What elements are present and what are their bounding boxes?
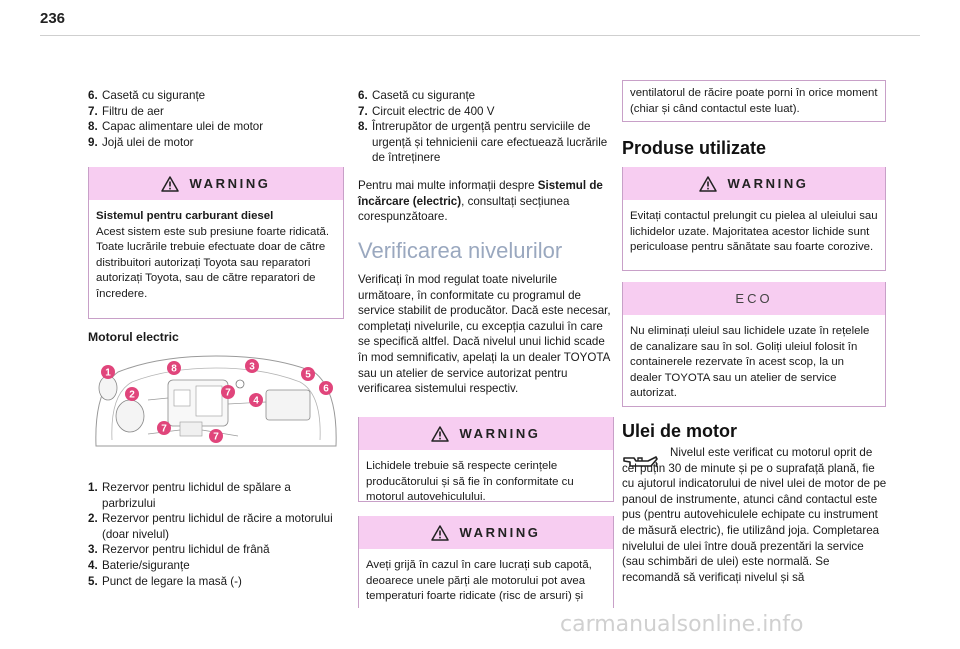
warning-text: Evitați contactul prelungit cu pielea al… <box>630 210 878 254</box>
list-item: 9.Jojă ulei de motor <box>88 135 194 149</box>
subheading-electric-motor: Motorul electric <box>88 330 179 344</box>
callout-label: 6 <box>323 384 329 395</box>
callout-badge <box>301 367 315 381</box>
warning-header: WARNING <box>623 167 885 200</box>
callout-badge <box>319 381 333 395</box>
list-item: 7.Circuit electric de 400 V <box>358 104 495 118</box>
list-item: 7.Filtru de aer <box>88 104 164 118</box>
warning-triangle-icon <box>699 175 718 192</box>
warning-triangle-icon <box>161 175 180 192</box>
section-title-levels: Verificarea nivelurilor <box>358 238 563 263</box>
warning-title: Sistemul pentru carburant diesel <box>96 210 274 222</box>
callout-badge <box>157 421 171 435</box>
warning-header: WARNING <box>89 167 343 200</box>
top-divider <box>40 35 920 36</box>
list-item: 5.Punct de legare la masă (-) <box>88 574 242 588</box>
warning-text: Lichidele trebuie să respecte cerințele … <box>366 460 574 504</box>
callout-badge <box>249 393 263 407</box>
list-item: 4.Baterie/siguranțe <box>88 558 190 572</box>
callout-label: 1 <box>105 368 111 379</box>
warning-triangle-icon <box>431 425 450 442</box>
callout-badge <box>245 359 259 373</box>
warning-triangle-icon <box>431 524 450 541</box>
engine-oil-text: Nivelul este verificat cu motorul oprit … <box>622 446 887 584</box>
list-item: 3.Rezervor pentru lichidul de frână <box>88 543 270 557</box>
eco-header: ECO <box>623 282 885 315</box>
list-item: 2.Rezervor pentru lichidul de răcire a m… <box>88 512 333 541</box>
column-middle: 6.Casetă cu siguranțe 7.Circuit electric… <box>358 88 614 166</box>
levels-text: Verificați în mod regulat toate niveluri… <box>358 273 611 396</box>
callout-label: 2 <box>129 390 135 401</box>
callout-badge <box>167 361 181 375</box>
callout-label: 8 <box>171 364 177 375</box>
list-item: 8.Întrerupător de urgență pentru servici… <box>358 120 608 165</box>
callout-label: 4 <box>253 396 259 407</box>
list-item: 6.Casetă cu siguranțe <box>358 89 476 102</box>
eco-text: Nu eliminați uleiul sau lichidele uzate … <box>630 325 870 400</box>
list-item: 6.Casetă cu siguranțe <box>88 89 206 102</box>
section-title-engine-oil: Ulei de motor <box>622 421 738 441</box>
warning-continued-text: ventilatorul de răcire poate porni în or… <box>630 87 878 115</box>
callout-badge <box>221 385 235 399</box>
column-left-bottom: 1.Rezervor pentru lichidul de spălare a … <box>88 480 344 589</box>
callout-badge <box>101 365 115 379</box>
callout-label: 7 <box>161 424 167 435</box>
list-item: 8.Capac alimentare ulei de motor <box>88 120 264 134</box>
callout-label: 3 <box>249 362 255 373</box>
callout-label: 7 <box>213 432 219 443</box>
parts-list-bottom: 1.Rezervor pentru lichidul de spălare a … <box>88 480 344 589</box>
watermark-text: carmanualsonline.info <box>560 612 804 637</box>
charging-reference: Pentru mai multe informații despre Siste… <box>358 179 603 224</box>
warning-text: Acest sistem este sub presiune foarte ri… <box>96 225 329 300</box>
callout-badge <box>209 429 223 443</box>
engine-compartment-figure: 1 8 3 5 2 7 4 6 7 7 <box>88 350 344 460</box>
parts-list-top: 6.Casetă cu siguranțe 7.Filtru de aer 8.… <box>88 88 344 150</box>
oil-can-icon <box>623 456 658 468</box>
parts-list-middle: 6.Casetă cu siguranțe 7.Circuit electric… <box>358 88 614 166</box>
warning-box-diesel: WARNING Sistemul pentru carburant diesel… <box>88 167 344 319</box>
warning-box-skin: WARNING Evitați contactul prelungit cu p… <box>622 167 886 271</box>
charging-link-text: Sistemul de încărcare (electric) <box>358 179 603 208</box>
warning-text: Aveți grijă în cazul în care lucrați sub… <box>366 559 592 603</box>
warning-box-hot-parts: WARNING Aveți grijă în cazul în care luc… <box>358 516 614 608</box>
column-left: 6.Casetă cu siguranțe 7.Filtru de aer 8.… <box>88 88 344 150</box>
callout-badge <box>125 387 139 401</box>
page-number: 236 <box>40 10 66 27</box>
list-item: 1.Rezervor pentru lichidul de spălare a … <box>88 481 291 510</box>
warning-header: WARNING <box>359 417 613 450</box>
section-title-products: Produse utilizate <box>622 138 767 158</box>
warning-header: WARNING <box>359 516 613 549</box>
eco-box: ECO Nu eliminați uleiul sau lichidele uz… <box>622 282 886 407</box>
callout-label: 7 <box>225 388 231 399</box>
callout-label: 5 <box>305 370 311 381</box>
warning-continued-box: ventilatorul de răcire poate porni în or… <box>622 80 886 122</box>
warning-box-fluids: WARNING Lichidele trebuie să respecte ce… <box>358 417 614 503</box>
